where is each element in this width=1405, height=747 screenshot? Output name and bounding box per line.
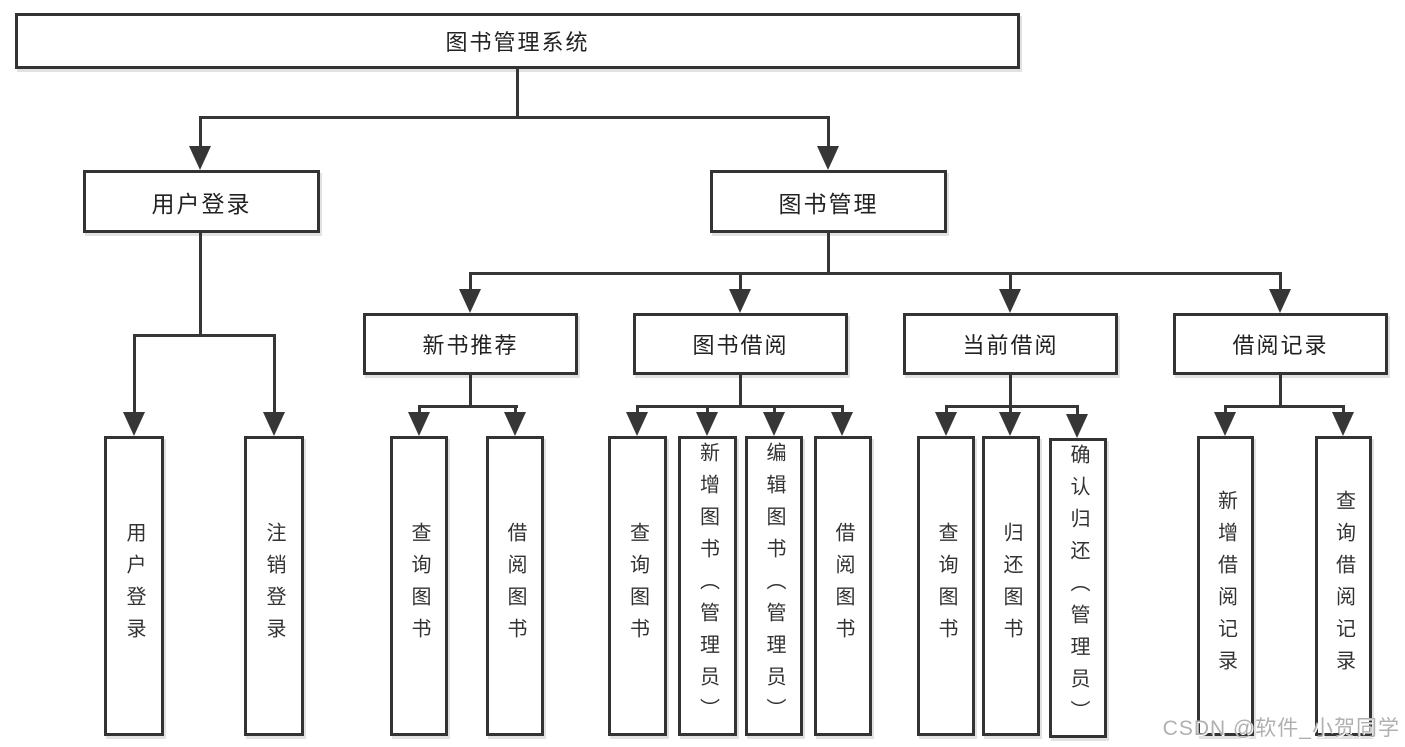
edge-root-drop-right <box>827 116 830 148</box>
leaf-bb-add-books-admin: 新增图书（管理员） <box>678 436 737 736</box>
edge-nbr-drop-2 <box>514 405 517 415</box>
edge-cb-crossbar <box>945 405 1079 408</box>
arrowhead-user-login <box>189 146 211 170</box>
leaf-br-add-record: 新增借阅记录 <box>1197 436 1254 736</box>
edge-bookmgmt-drop-4 <box>1279 272 1282 292</box>
node-book-management: 图书管理 <box>710 170 947 233</box>
leaf-bb-edit-books-admin: 编辑图书（管理员） <box>745 436 803 736</box>
edge-userlogin-drop-1 <box>133 334 136 414</box>
leaf-nbr-query-books-label: 查询图书 <box>408 522 430 650</box>
leaf-br-query-record-label: 查询借阅记录 <box>1332 490 1355 682</box>
leaf-user-login-label: 用户登录 <box>123 522 145 650</box>
leaf-cb-confirm-return-admin-label: 确认归还（管理员） <box>1067 444 1089 732</box>
leaf-cb-return-books: 归还图书 <box>982 436 1040 736</box>
edge-bb-drop-4 <box>841 405 844 415</box>
csdn-watermark: CSDN @软件_小贺同学 <box>1162 717 1400 740</box>
edge-cb-drop-1 <box>945 405 948 415</box>
node-borrow-records-label: 借阅记录 <box>1232 333 1329 358</box>
leaf-nbr-borrow-books: 借阅图书 <box>486 436 544 736</box>
arrowhead-new-book-recommend <box>459 289 481 313</box>
leaf-logout: 注销登录 <box>244 436 304 736</box>
node-user-login-label: 用户登录 <box>151 190 252 217</box>
arrowhead-bb-add <box>696 412 718 436</box>
leaf-br-query-record: 查询借阅记录 <box>1315 436 1372 736</box>
node-current-borrow-label: 当前借阅 <box>962 333 1059 358</box>
node-book-management-label: 图书管理 <box>778 190 879 217</box>
arrowhead-book-borrow <box>729 289 751 313</box>
edge-bb-drop-3 <box>773 405 776 415</box>
edge-bb-stem <box>739 374 742 408</box>
leaf-br-add-record-label: 新增借阅记录 <box>1214 490 1237 682</box>
edge-br-stem <box>1279 374 1282 408</box>
node-current-borrow: 当前借阅 <box>903 313 1118 375</box>
leaf-bb-borrow-books-label: 借阅图书 <box>832 522 854 650</box>
arrowhead-cb-query <box>935 412 957 436</box>
leaf-cb-query-books-label: 查询图书 <box>935 522 957 650</box>
arrowhead-bb-borrow <box>831 412 853 436</box>
node-book-borrow: 图书借阅 <box>633 313 848 375</box>
edge-br-drop-2 <box>1342 405 1345 415</box>
edge-bb-drop-2 <box>706 405 709 415</box>
node-user-login: 用户登录 <box>83 170 320 233</box>
arrowhead-borrow-records <box>1269 289 1291 313</box>
arrowhead-leaf-user-login <box>123 412 145 436</box>
edge-userlogin-drop-2 <box>273 334 276 414</box>
edge-bookmgmt-drop-1 <box>469 272 472 292</box>
edge-root-stem <box>516 68 519 118</box>
node-borrow-records: 借阅记录 <box>1173 313 1388 375</box>
leaf-bb-query-books-label: 查询图书 <box>626 522 649 650</box>
edge-bookmgmt-crossbar <box>469 272 1281 275</box>
edge-br-crossbar <box>1224 405 1344 408</box>
leaf-bb-edit-books-admin-label: 编辑图书（管理员） <box>763 442 785 730</box>
edge-bb-crossbar <box>636 405 844 408</box>
node-root-label: 图书管理系统 <box>445 30 590 55</box>
arrowhead-cb-return <box>999 412 1021 436</box>
leaf-cb-return-books-label: 归还图书 <box>1000 522 1022 650</box>
edge-root-crossbar <box>199 116 830 119</box>
arrowhead-nbr-borrow <box>504 412 526 436</box>
edge-br-drop-1 <box>1224 405 1227 415</box>
leaf-bb-add-books-admin-label: 新增图书（管理员） <box>696 442 719 730</box>
leaf-user-login: 用户登录 <box>104 436 164 736</box>
node-new-book-recommend: 新书推荐 <box>363 313 578 375</box>
node-new-book-recommend-label: 新书推荐 <box>422 333 519 358</box>
leaf-nbr-borrow-books-label: 借阅图书 <box>504 522 526 650</box>
leaf-logout-label: 注销登录 <box>263 522 285 650</box>
edge-nbr-stem <box>469 374 472 408</box>
edge-userlogin-stem <box>199 233 202 336</box>
edge-root-drop-left <box>199 116 202 148</box>
edge-bookmgmt-stem <box>827 233 830 275</box>
edge-bookmgmt-drop-2 <box>739 272 742 292</box>
arrowhead-cb-confirm <box>1066 414 1088 438</box>
node-book-borrow-label: 图书借阅 <box>692 333 789 358</box>
arrowhead-nbr-query <box>408 412 430 436</box>
edge-cb-drop-2 <box>1009 405 1012 415</box>
arrowhead-bb-query <box>626 412 648 436</box>
edge-nbr-drop-1 <box>418 405 421 415</box>
edge-cb-stem <box>1009 374 1012 408</box>
leaf-bb-query-books: 查询图书 <box>608 436 667 736</box>
leaf-bb-borrow-books: 借阅图书 <box>814 436 872 736</box>
edge-userlogin-crossbar <box>133 334 275 337</box>
edge-cb-drop-3 <box>1076 405 1079 415</box>
edge-bookmgmt-drop-3 <box>1009 272 1012 292</box>
arrowhead-br-add <box>1214 412 1236 436</box>
arrowhead-leaf-logout <box>263 412 285 436</box>
node-root: 图书管理系统 <box>15 13 1020 69</box>
arrowhead-current-borrow <box>999 289 1021 313</box>
leaf-nbr-query-books: 查询图书 <box>390 436 448 736</box>
leaf-cb-confirm-return-admin: 确认归还（管理员） <box>1049 438 1107 738</box>
edge-bb-drop-1 <box>636 405 639 415</box>
arrowhead-book-management <box>817 146 839 170</box>
edge-nbr-crossbar <box>418 405 518 408</box>
arrowhead-bb-edit <box>763 412 785 436</box>
leaf-cb-query-books: 查询图书 <box>917 436 975 736</box>
arrowhead-br-query <box>1332 412 1354 436</box>
